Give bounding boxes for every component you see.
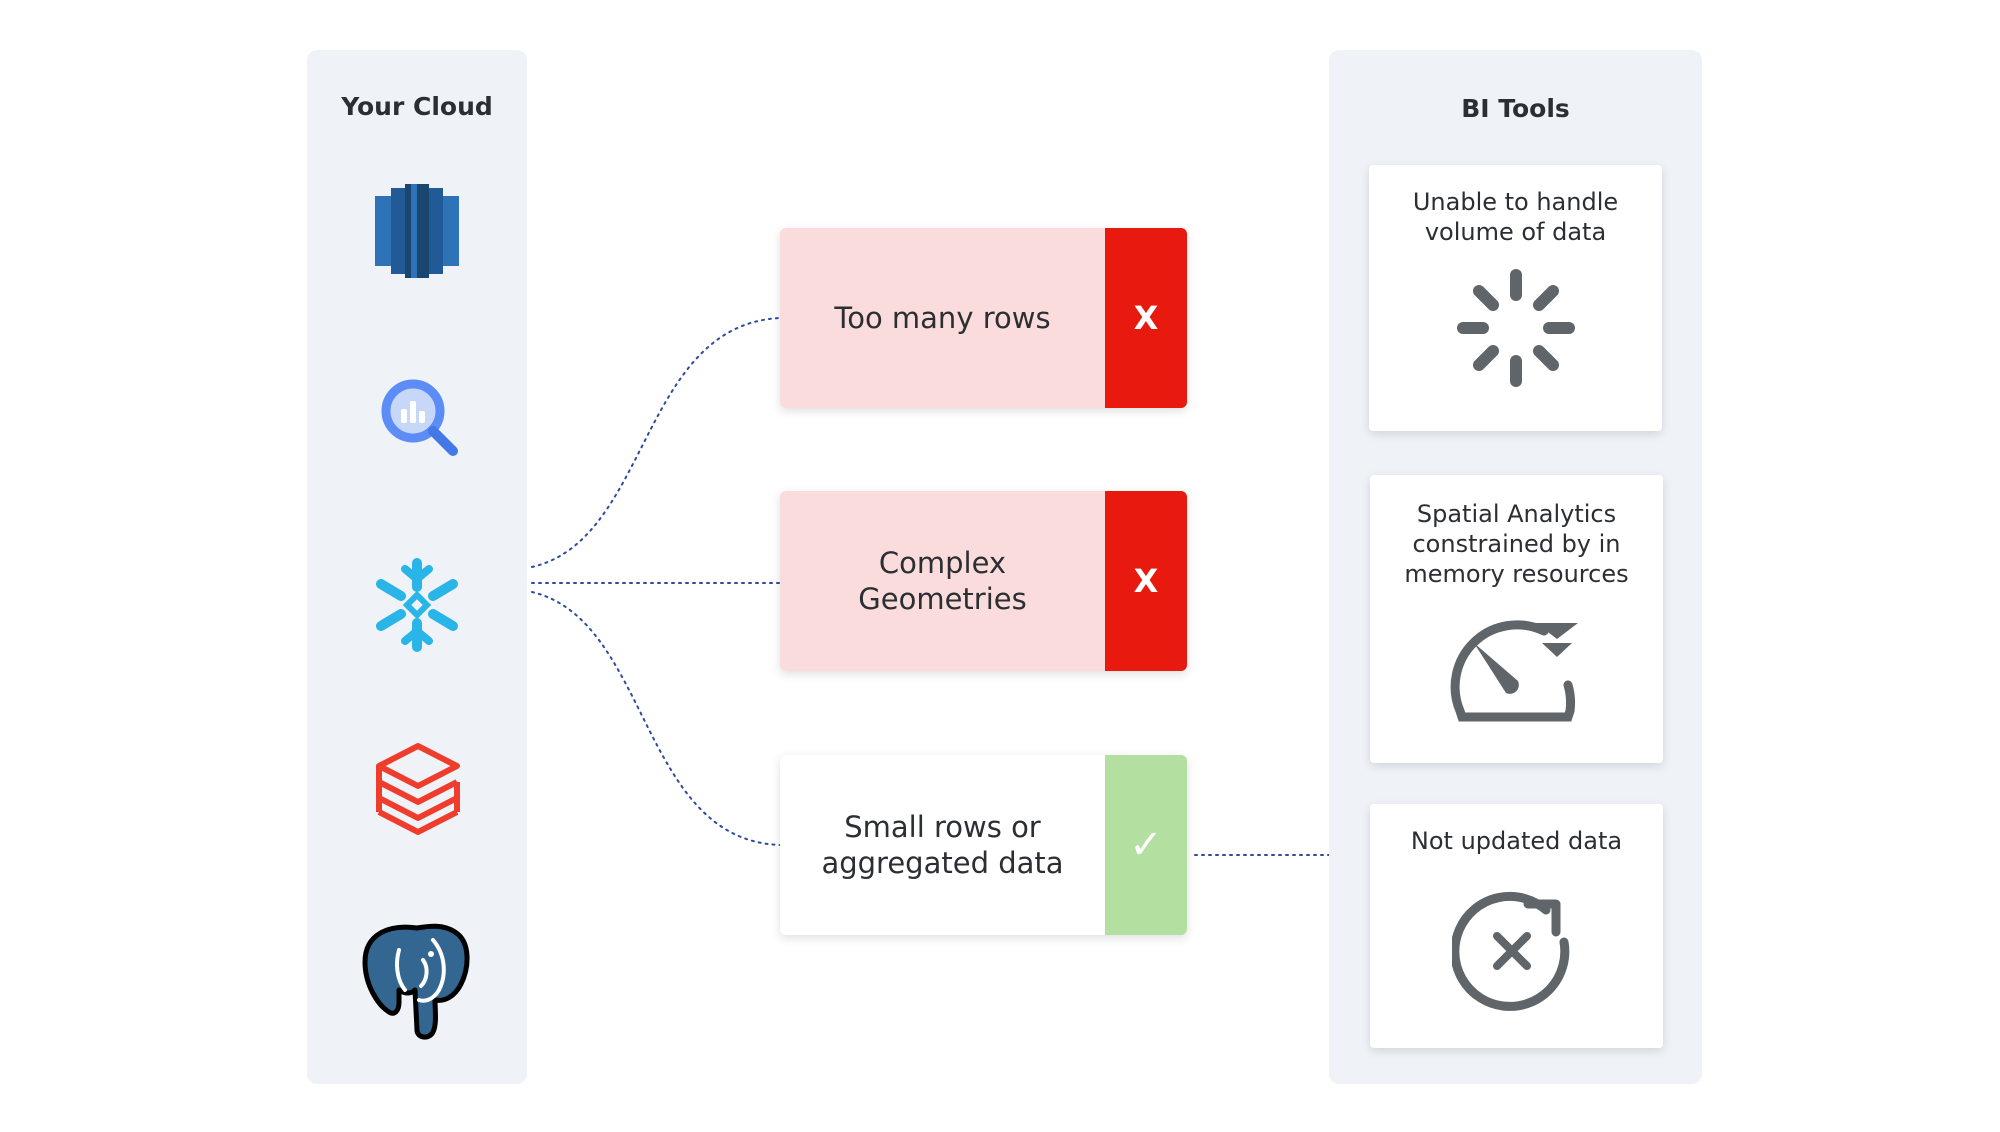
too-many-rows-card: Too many rows X bbox=[780, 228, 1187, 408]
your-cloud-panel: Your Cloud bbox=[307, 50, 527, 1084]
google-bigquery-logo-icon bbox=[377, 375, 461, 459]
fail-x-icon: X bbox=[1105, 228, 1187, 408]
fail-x-icon: X bbox=[1105, 491, 1187, 671]
card-label: Small rows or aggregated data bbox=[780, 755, 1105, 935]
amazon-redshift-logo-icon bbox=[373, 184, 461, 278]
speedometer-down-icon bbox=[1448, 615, 1584, 731]
snowflake-logo-icon bbox=[367, 555, 467, 655]
complex-geometries-card: Complex Geometries X bbox=[780, 491, 1187, 671]
connector-to-too-many-rows bbox=[531, 317, 781, 568]
bi-card-label: Spatial Analytics constrained by in memo… bbox=[1404, 500, 1629, 588]
small-rows-card: Small rows or aggregated data ✓ bbox=[780, 755, 1187, 935]
card-label: Too many rows bbox=[780, 228, 1105, 408]
your-cloud-title: Your Cloud bbox=[341, 92, 493, 121]
bi-tools-title: BI Tools bbox=[1461, 94, 1570, 123]
databricks-logo-icon bbox=[373, 740, 463, 836]
bi-card-spatial: Spatial Analytics constrained by in memo… bbox=[1370, 475, 1663, 763]
loading-spinner-icon bbox=[1455, 267, 1577, 393]
bi-card-label: Not updated data bbox=[1410, 827, 1623, 855]
bi-card-volume: Unable to handle volume of data bbox=[1369, 165, 1662, 431]
postgresql-elephant-logo-icon bbox=[359, 920, 475, 1042]
connector-to-small-rows bbox=[531, 591, 781, 846]
bi-card-label: Unable to handle volume of data bbox=[1412, 188, 1619, 246]
card-label: Complex Geometries bbox=[780, 491, 1105, 671]
bi-card-not-updated: Not updated data bbox=[1370, 804, 1663, 1048]
refresh-cancel-icon bbox=[1450, 890, 1582, 1024]
bi-tools-panel: BI Tools Unable to handle volume of data… bbox=[1329, 50, 1702, 1084]
check-icon: ✓ bbox=[1105, 755, 1187, 935]
